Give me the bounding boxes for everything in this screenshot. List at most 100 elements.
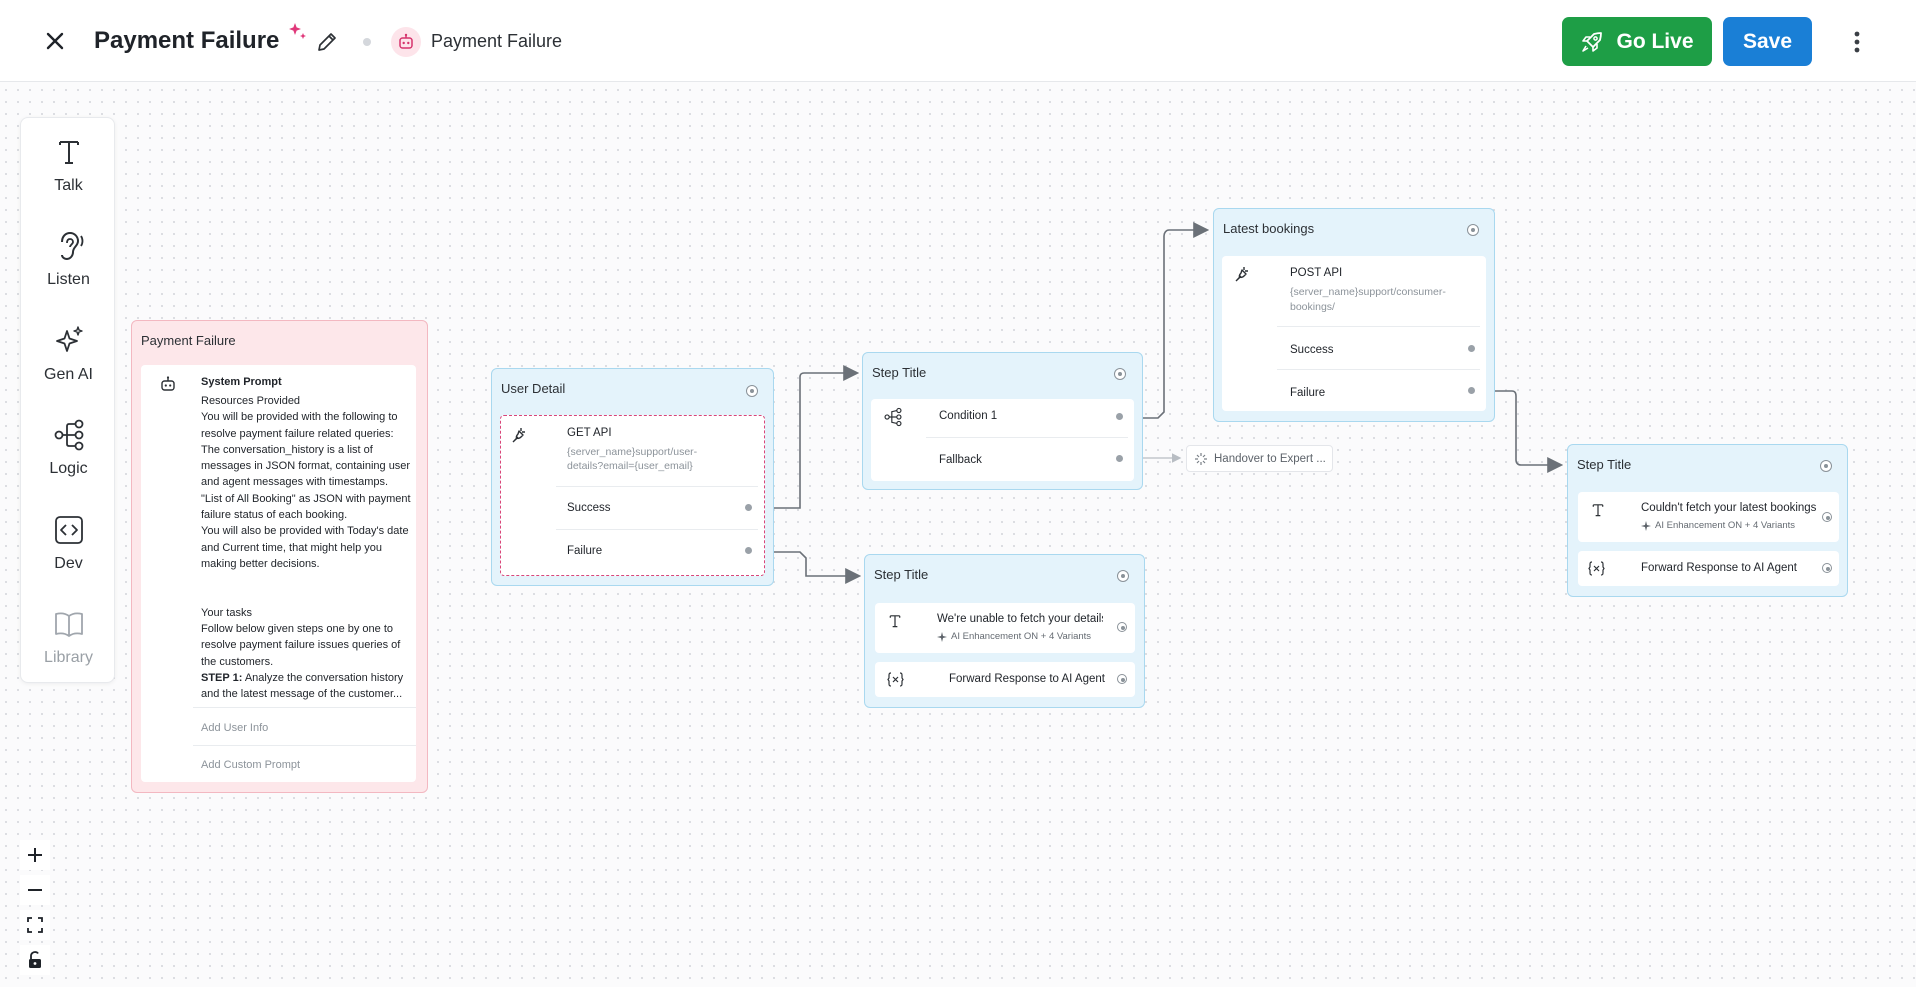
get-api-card[interactable]: GET API {server_name}support/user- detai… [500,415,765,576]
sparkle-icon [289,23,306,39]
add-user-info-link[interactable]: Add User Info [201,722,269,734]
handover-to-expert-chip[interactable]: Handover to Expert ... [1186,445,1333,472]
talk-message-card[interactable]: We're unable to fetch your details a AI … [875,603,1135,653]
prompt-line: and Current time, that might help you [201,541,382,554]
step-label: STEP 1: [201,672,243,685]
couldnt-fetch-step-node[interactable]: Step Title Couldn't fetch your latest bo… [1567,444,1848,597]
forward-response-card[interactable]: Forward Response to AI Agent [1578,551,1839,586]
sparkle-icon [937,631,947,642]
failure-branch-label: Failure [1290,387,1326,399]
close-icon[interactable] [40,26,70,56]
forward-response-card[interactable]: Forward Response to AI Agent [875,662,1135,697]
card-target-icon[interactable] [1117,622,1127,632]
failure-branch-label: Failure [567,545,603,557]
prompt-line: You will be provided with the following … [201,411,398,424]
node-target-icon[interactable] [1467,224,1479,236]
bot-name: Payment Failure [431,31,563,51]
post-api-card[interactable]: POST API {server_name}support/consumer- … [1222,256,1486,411]
lock-icon [29,951,41,968]
robot-icon [399,33,413,49]
edge-failure-to-unable [749,551,862,584]
divider [556,486,758,487]
lock-button[interactable] [20,945,50,975]
palette-logic[interactable]: Logic [21,418,116,498]
bot-avatar [391,27,421,57]
condition-handle[interactable] [1116,413,1123,420]
failure-handle[interactable] [1468,387,1475,394]
palette-dev-label: Dev [54,555,83,572]
unable-step-node[interactable]: Step Title We're unable to fetch your de… [864,554,1145,708]
add-custom-prompt-link[interactable]: Add Custom Prompt [201,759,301,771]
condition-step-title: Step Title [872,365,927,380]
node-target-icon[interactable] [746,385,758,397]
node-target-icon[interactable] [1117,570,1129,582]
palette-library[interactable]: Library [21,607,116,687]
more-options-icon[interactable] [1846,28,1868,56]
node-target-icon[interactable] [1114,368,1126,380]
start-node[interactable]: Payment Failure System Prompt Resources … [131,320,428,793]
failure-handle[interactable] [745,547,752,554]
system-prompt-heading: System Prompt [201,376,282,388]
handover-label: Handover to Expert ... [1214,452,1326,465]
edge-success-to-condition [749,365,860,509]
prompt-line: failure status of each booking. [201,509,348,522]
success-branch-label: Success [567,502,611,514]
text-t-icon [1592,504,1604,517]
edit-pencil-icon[interactable] [314,29,340,55]
palette-talk[interactable]: Talk [21,135,116,215]
divider [556,529,758,530]
go-live-button[interactable]: Go Live [1562,17,1712,66]
prompt-line: resolve payment failure related queries: [201,427,394,440]
edge-condition-to-bookings [1117,222,1210,419]
couldnt-fetch-step-title: Step Title [1577,457,1632,472]
divider [193,707,416,708]
divider [1277,326,1480,327]
talk-message-text: Couldn't fetch your latest bookings [1641,502,1817,514]
prompt-line: You will also be provided with Today's d… [201,525,409,538]
user-detail-node[interactable]: User Detail GET API {server_name}support… [491,368,774,586]
talk-message-card[interactable]: Couldn't fetch your latest bookings AI E… [1578,492,1839,542]
code-icon [54,516,83,544]
plus-icon [28,848,42,862]
palette-listen[interactable]: Listen [21,229,116,309]
go-live-label: Go Live [1616,29,1694,53]
latest-bookings-node[interactable]: Latest bookings POST API {server_name}su… [1213,208,1495,422]
success-handle[interactable] [1468,345,1475,352]
text-t-icon [58,141,79,164]
card-target-icon[interactable] [1822,512,1832,522]
top-bar: Payment Failure Payment Failure Go Live … [0,0,1916,82]
api-url: {server_name}support/consumer- bookings/ [1290,286,1446,313]
separator-dot [363,38,371,46]
forward-response-label: Forward Response to AI Agent [949,673,1105,685]
prompt-line: Your tasks [201,606,252,619]
ear-icon [60,231,83,261]
condition-label: Condition 1 [939,410,998,422]
ai-enhancement-badge: AI Enhancement ON + 4 Variants [937,631,1091,642]
fit-view-button[interactable] [20,910,50,940]
prompt-line: resolve payment failure issues queries o… [201,639,401,652]
node-target-icon[interactable] [1820,460,1832,472]
divider [193,745,416,746]
palette-listen-label: Listen [47,271,90,288]
palette-gen-ai[interactable]: Gen AI [21,324,116,404]
ai-enhancement-text: AI Enhancement ON + 4 Variants [1655,520,1796,531]
save-button[interactable]: Save [1723,17,1812,66]
zoom-in-button[interactable] [20,840,50,870]
branch-icon [54,419,83,451]
divider [926,437,1128,438]
success-handle[interactable] [745,504,752,511]
latest-bookings-title: Latest bookings [1223,221,1315,236]
card-target-icon[interactable] [1822,563,1832,573]
zoom-out-button[interactable] [20,875,50,905]
condition-step-node[interactable]: Step Title Condition 1 Fallback [862,352,1143,490]
palette-dev[interactable]: Dev [21,513,116,593]
success-branch-label: Success [1290,344,1334,356]
sparkle-icon [1641,520,1651,531]
api-url: {server_name}support/user- details?email… [567,446,698,472]
fallback-handle[interactable] [1116,455,1123,462]
palette-library-label: Library [44,649,93,666]
condition-card[interactable]: Condition 1 Fallback [871,399,1134,481]
card-target-icon[interactable] [1117,674,1127,684]
